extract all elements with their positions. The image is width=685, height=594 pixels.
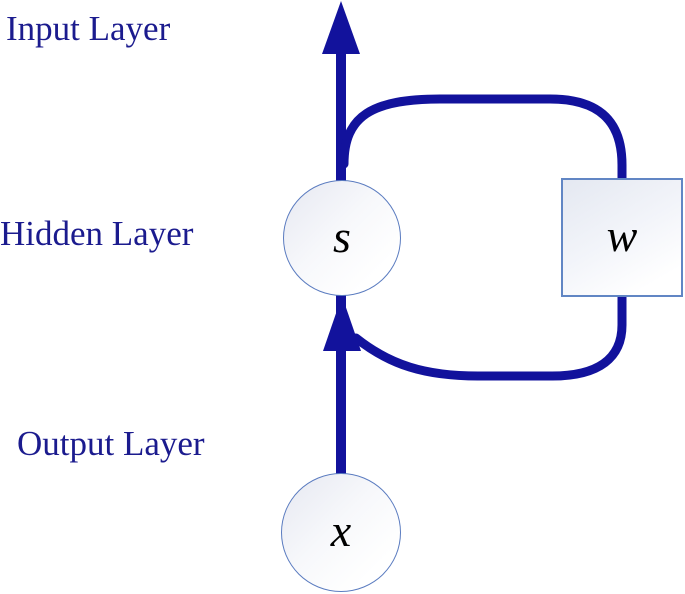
loop-arrowhead-icon (323, 296, 361, 351)
hidden-layer-label: Hidden Layer (0, 214, 194, 253)
node-weight-box: w (561, 178, 683, 297)
node-weight-label: w (606, 210, 638, 261)
input-layer-label: Input Layer (6, 9, 171, 48)
node-input-label: x (330, 505, 352, 556)
node-hidden-state-label: s (333, 210, 351, 262)
node-hidden-state: s (283, 180, 401, 296)
recurrent-loop-edge (339, 94, 627, 381)
node-input: x (281, 473, 401, 592)
top-arrowhead-icon (322, 1, 360, 54)
output-layer-label: Output Layer (17, 424, 205, 463)
